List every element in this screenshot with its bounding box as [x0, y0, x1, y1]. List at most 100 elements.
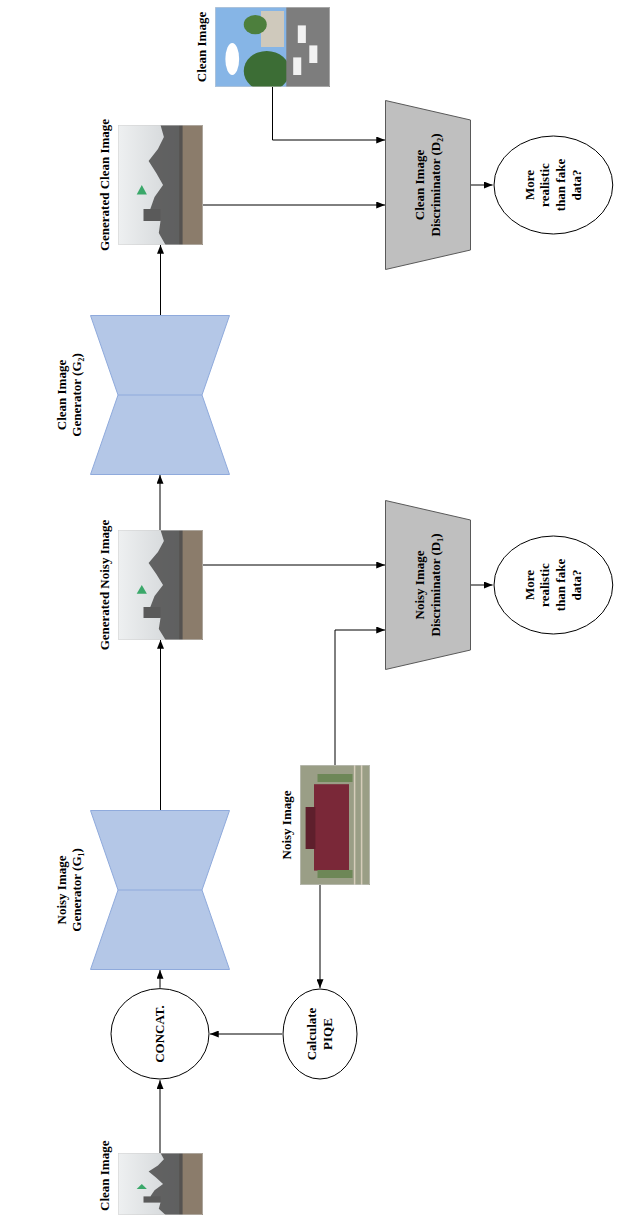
node-body: Calculate PIQE: [282, 988, 358, 1080]
node-body: CONCAT.: [110, 988, 210, 1080]
node-label: Clean Image: [97, 1121, 113, 1211]
photo-sky: [118, 1153, 203, 1215]
node-text: Noisy Image Discriminator (D₁): [412, 523, 443, 648]
disc-node: Noisy Image Discriminator (D₁): [385, 500, 471, 670]
flow-arrow: [273, 87, 386, 140]
flow-arrow: [471, 585, 493, 586]
ellipse-outline: [494, 136, 613, 234]
photo-silhouette: [149, 125, 183, 245]
node-label: Noisy Image Generator (G₁): [54, 834, 85, 946]
photo-shape: [118, 1153, 203, 1215]
photo-node: Noisy Image: [300, 765, 370, 885]
node-body: More realistic than fake data?: [493, 535, 614, 635]
node-body: More realistic than fake data?: [493, 135, 614, 235]
node-text: Clean Image: [97, 1121, 113, 1211]
ellipse-outline: [494, 536, 613, 634]
photo-shape: [118, 125, 203, 245]
photo-background: [300, 765, 370, 885]
gen-node: Noisy Image Generator (G₁): [90, 810, 230, 970]
node-body: Noisy Image Discriminator (D₁): [385, 500, 471, 670]
node-label: Generated Clean Image: [97, 95, 113, 275]
ellipse-node: More realistic than fake data?: [493, 135, 614, 235]
photo-silhouette: [149, 530, 183, 640]
node-text: More realistic than fake data?: [522, 552, 584, 618]
photo-thumbnail: [118, 530, 203, 640]
node-text: Clean Image Discriminator (D₂): [412, 123, 443, 248]
node-text: Generated Noisy Image: [97, 495, 113, 675]
photo-shape: [215, 7, 330, 87]
photo-ground: [179, 530, 203, 640]
disc-node: Clean Image Discriminator (D₂): [385, 100, 471, 270]
ellipse-node: More realistic than fake data?: [493, 535, 614, 635]
photo-node: Clean Image: [118, 1153, 203, 1215]
node-text: Clean Image: [194, 5, 210, 89]
node-text: CONCAT.: [152, 1005, 168, 1063]
node-text: Generated Clean Image: [97, 95, 113, 275]
flow-arrow: [203, 205, 385, 206]
photo-frame: [301, 766, 370, 885]
photo-tree: [244, 51, 290, 87]
photo-line: [361, 765, 363, 885]
flow-arrow: [471, 185, 493, 186]
connector-group: [160, 87, 493, 1153]
ellipse-node: CONCAT.: [110, 988, 210, 1080]
photo-thumbnail: [300, 765, 370, 885]
discriminator-shape: [386, 101, 471, 270]
photo-line: [354, 765, 356, 885]
node-label: Generated Noisy Image: [97, 495, 113, 675]
discriminator-shape: [386, 501, 471, 670]
photo-ground: [179, 1153, 203, 1215]
photo-flag: [137, 1184, 147, 1189]
photo-figure: [144, 1196, 161, 1202]
generator-divider: [118, 395, 202, 396]
ellipse-outline: [283, 989, 357, 1079]
node-text: More realistic than fake data?: [522, 152, 584, 218]
node-label: Noisy Image: [279, 775, 295, 875]
gen-shape: [90, 810, 230, 970]
photo-flag: [137, 185, 147, 195]
photo-flag: [137, 585, 147, 594]
node-body: Clean Image Discriminator (D₂): [385, 100, 471, 270]
node-text: Noisy Image: [279, 775, 295, 875]
photo-tree: [318, 870, 353, 878]
flow-arrow: [160, 245, 161, 315]
generator-shape: [91, 316, 230, 475]
node-label: Clean Image Generator (G₂): [54, 339, 85, 451]
node-text: Noisy Image Generator (G₁): [54, 834, 85, 946]
flow-arrow: [335, 630, 385, 765]
photo-tree: [244, 15, 267, 34]
photo-car: [309, 45, 317, 63]
photo-node: Generated Clean Image: [118, 125, 203, 245]
photo-sky: [118, 125, 203, 245]
flow-arrow: [160, 640, 161, 810]
photo-car: [298, 25, 306, 43]
generator-shape: [91, 811, 230, 970]
photo-tree: [318, 774, 353, 782]
generator-divider: [118, 890, 202, 891]
flow-arrow: [320, 885, 321, 988]
photo-frame: [119, 1154, 203, 1215]
photo-thumbnail: [118, 125, 203, 245]
photo-thumbnail: [215, 7, 330, 87]
photo-roof: [306, 807, 316, 849]
photo-car: [293, 57, 301, 75]
photo-road: [286, 7, 330, 87]
flow-arrow: [160, 475, 161, 530]
photo-frame: [119, 531, 203, 640]
flow-arrow: [203, 565, 385, 566]
flow-arrow: [210, 1034, 282, 1035]
ellipse-outline: [111, 989, 209, 1079]
gen-shape: [90, 315, 230, 475]
photo-sky: [118, 530, 203, 640]
photo-shape: [118, 530, 203, 640]
node-text: Calculate PIQE: [304, 1001, 335, 1067]
photo-cloud: [225, 43, 239, 75]
photo-figure: [144, 607, 161, 618]
photo-frame: [119, 126, 203, 245]
photo-node: Clean Image: [215, 7, 330, 87]
ellipse-node: Calculate PIQE: [282, 988, 358, 1080]
photo-node: Generated Noisy Image: [118, 530, 203, 640]
photo-ground: [179, 125, 203, 245]
